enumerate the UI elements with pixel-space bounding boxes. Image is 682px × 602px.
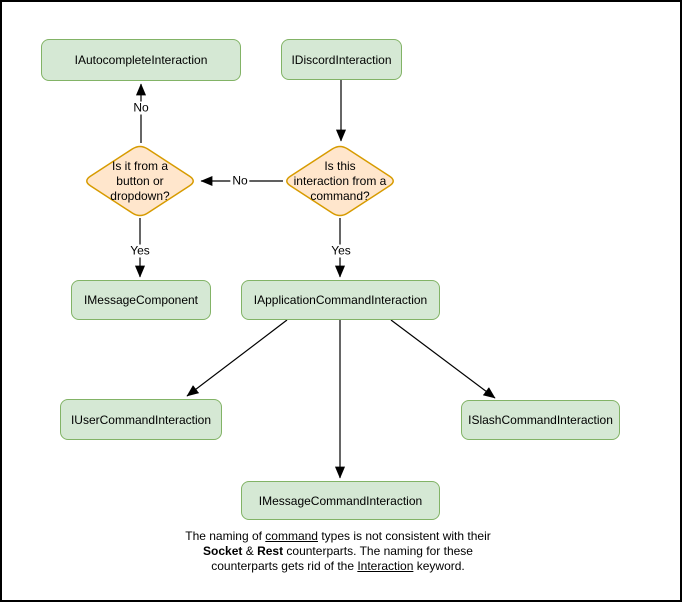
node-application-command-interaction: IApplicationCommandInteraction xyxy=(241,280,440,320)
decision-button-dropdown-shape xyxy=(86,145,194,217)
edge-label-yes-message-component: Yes xyxy=(128,243,152,258)
node-user-command-interaction: IUserCommandInteraction xyxy=(60,399,222,440)
edge-to-slash-command xyxy=(390,319,496,399)
node-slash-command-interaction: ISlashCommandInteraction xyxy=(461,400,620,440)
edge-label-no-autocomplete: No xyxy=(131,100,151,115)
decision-from-command-label: Is this interaction from a command? xyxy=(293,158,387,203)
edge-to-user-command xyxy=(186,319,288,397)
edge-label-no-button-dropdown: No xyxy=(230,173,250,188)
decision-from-command-shape xyxy=(286,145,394,217)
decision-button-dropdown-label: Is it from a button or dropdown? xyxy=(110,158,170,203)
node-autocomplete-interaction: IAutocompleteInteraction xyxy=(41,39,241,81)
node-message-command-interaction: IMessageCommandInteraction xyxy=(241,481,440,520)
node-discord-interaction: IDiscordInteraction xyxy=(281,39,402,80)
note-text: The naming of command types is not consi… xyxy=(185,529,491,573)
edge-label-yes-application-command: Yes xyxy=(329,243,353,258)
node-message-component: IMessageComponent xyxy=(71,280,211,320)
